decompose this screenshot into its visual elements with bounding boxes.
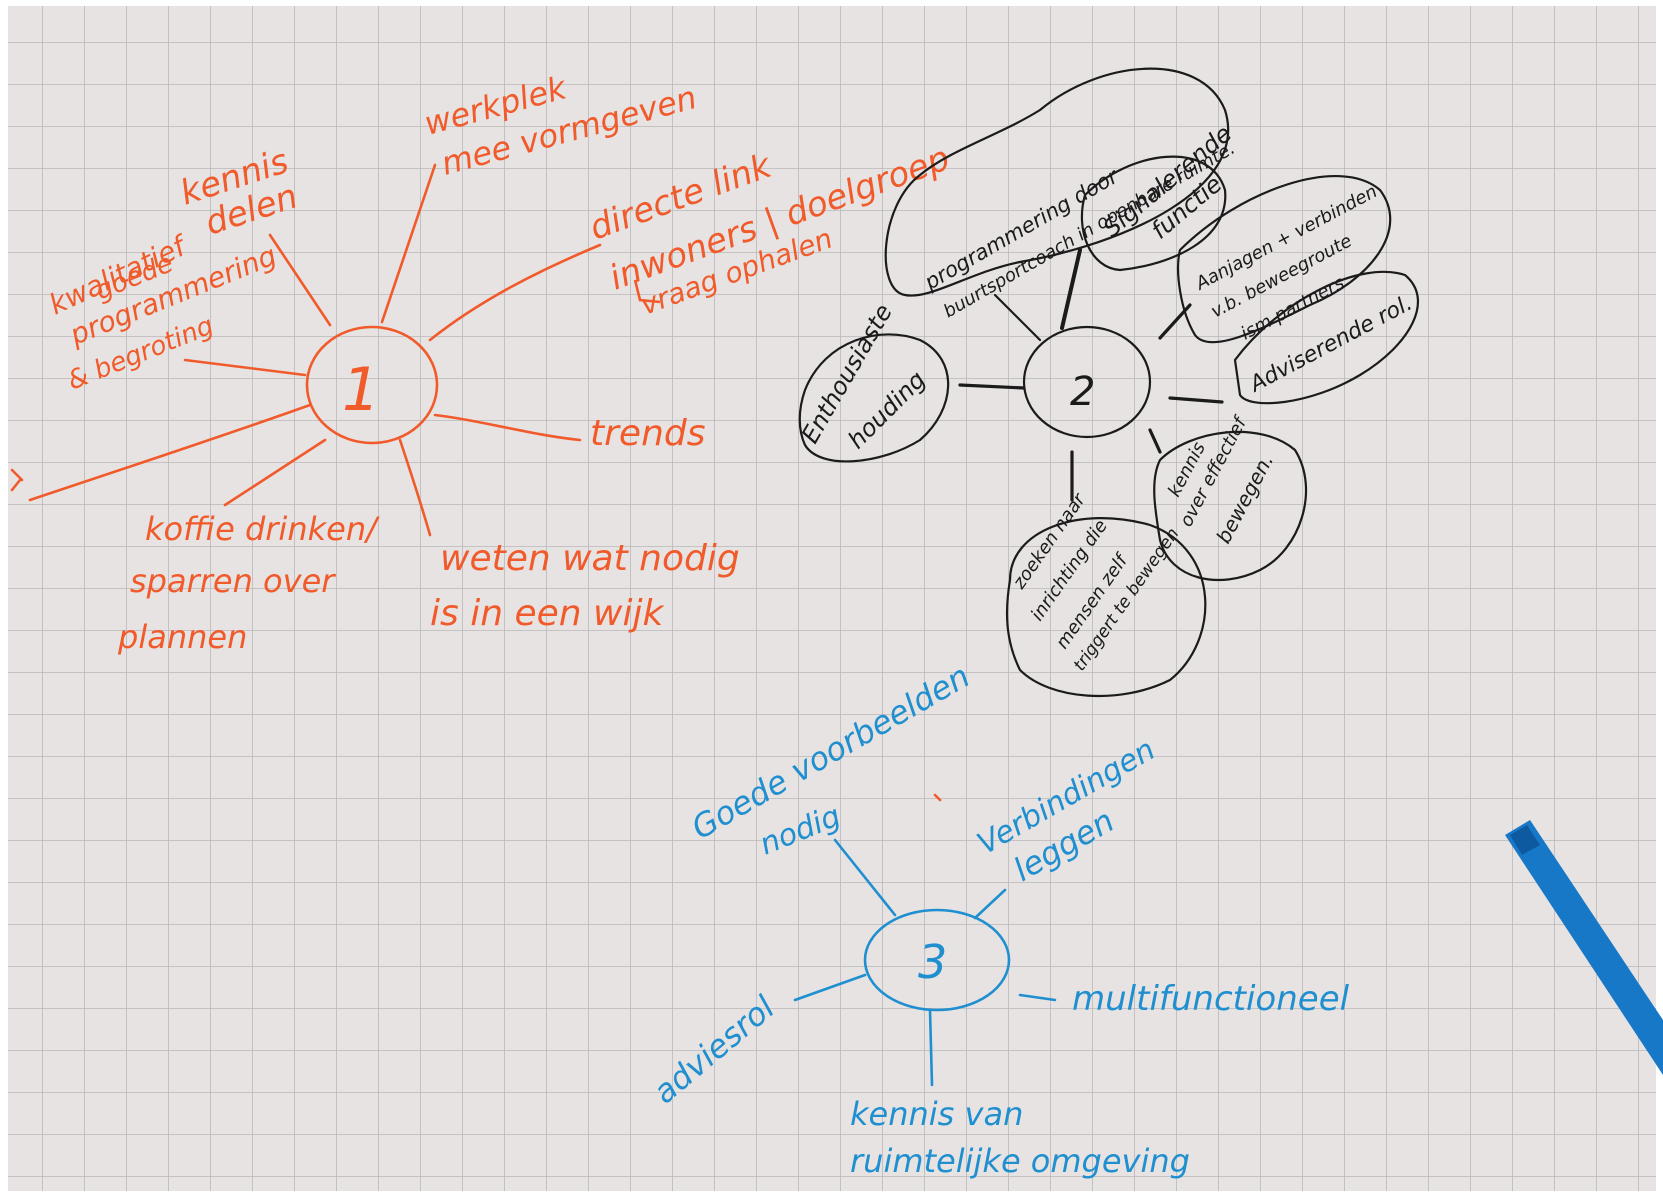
branch-line-koffie: [223, 438, 327, 507]
marker-pen: [1505, 820, 1663, 1075]
arrow-mark: [633, 279, 661, 304]
branch-line-kennis: [268, 233, 332, 327]
cluster-1-hub-label: 1: [342, 355, 380, 425]
bubble-zoeken: [1005, 517, 1207, 698]
branch-koffie-line2: sparren over: [130, 562, 336, 600]
cluster-3-hub-circle: [863, 908, 1011, 1012]
pen-body: [1505, 820, 1663, 1075]
spoke-kennis: [1148, 428, 1162, 454]
bubble-enthousiaste: [798, 333, 950, 463]
bubble-kennis: [1153, 430, 1308, 582]
edge-mark: [10, 468, 24, 492]
branch-line-left-edge: [28, 403, 312, 502]
bubble-signalerende: [1080, 155, 1227, 272]
cluster-3-hub-label: 3: [918, 935, 947, 989]
spoke-programmering-2: [993, 293, 1042, 342]
branch-line-multifunctioneel: [1018, 993, 1057, 1002]
branch-line-goede: [833, 838, 897, 917]
branch-koffie-line3: plannen: [117, 618, 247, 656]
branch-kennis-line1: kennis van: [850, 1095, 1023, 1133]
branch-kennis-line2: ruimtelijke omgeving: [850, 1142, 1190, 1180]
cluster-3: [793, 793, 1057, 1087]
branch-line-verbindingen: [973, 888, 1007, 920]
branch-line-kennis: [928, 1008, 934, 1087]
bubble-programmering: [884, 67, 1230, 297]
branch-line-adviesrol: [793, 973, 867, 1002]
bubble-adviserende: [1233, 270, 1420, 405]
spoke-enthousiaste: [958, 383, 1026, 390]
branch-multifunctioneel: multifunctioneel: [1072, 979, 1350, 1019]
cluster-2-hub-circle: [1022, 325, 1152, 439]
cluster-2-hub-label: 2: [1070, 369, 1095, 415]
branch-line-weten: [398, 438, 432, 537]
branch-line-begroting: [183, 358, 307, 377]
bubble-aanjagen: [1177, 175, 1392, 344]
stray-mark: [933, 793, 942, 802]
cluster-1-hub-circle: [305, 325, 439, 445]
branch-line-werkplek: [380, 163, 437, 324]
branch-line-trends: [433, 413, 582, 442]
spoke-adviserende: [1168, 396, 1224, 404]
branch-weten-line2: is in een wijk: [430, 593, 665, 634]
cluster-1: [10, 163, 602, 537]
spoke-aanjagen: [1158, 303, 1192, 340]
branch-weten-line1: weten wat nodig: [440, 538, 740, 579]
pen-cap-end: [1510, 825, 1540, 855]
branch-koffie-line1: koffie drinken/: [145, 510, 380, 548]
branch-line-directe-link: [428, 243, 602, 342]
spoke-programmering: [1060, 248, 1082, 330]
branch-trends: trends: [590, 413, 706, 454]
grid-overlay: [8, 6, 1656, 1191]
cluster-2: [798, 67, 1420, 698]
